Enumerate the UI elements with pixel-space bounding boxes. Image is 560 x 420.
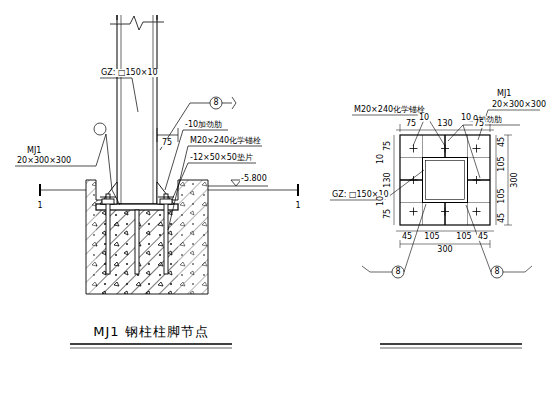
anchor-bolt — [473, 176, 481, 184]
part-label: M20×240化学锚栓 — [189, 137, 262, 145]
dimension: 105 — [498, 155, 506, 172]
dimension: 130 — [436, 120, 453, 128]
section-mark: 1 — [294, 202, 301, 210]
weld-size: 8 — [394, 268, 401, 276]
elevation: -5.800 — [240, 175, 268, 183]
member-label: GZ: □150×10 — [100, 69, 159, 77]
steel-column — [110, 0, 164, 204]
anchor-bolts — [100, 194, 174, 274]
weld-size: 8 — [212, 99, 219, 107]
dimension: 130 — [384, 171, 392, 188]
drawing-title: MJ1 钢柱柱脚节点 — [93, 323, 208, 341]
dimension: 105 — [498, 187, 506, 204]
dimension: 10 — [418, 114, 430, 122]
anchor-bolt — [410, 208, 418, 216]
part-label: M20×240化学锚栓 — [353, 106, 426, 114]
dimension: 75 — [473, 120, 485, 128]
part-label: 20×300×300 — [491, 101, 547, 109]
dimension: 45 — [498, 136, 506, 148]
plan-view — [330, 110, 540, 278]
dimension: 75 — [405, 120, 417, 128]
part-label: MJ1 — [26, 147, 42, 155]
dimension: 300 — [436, 246, 453, 254]
part-label: MJ1 — [496, 90, 512, 98]
dimension: 10 — [377, 153, 385, 165]
title-underlines — [70, 344, 522, 348]
part-label: 20×300×300 — [16, 157, 72, 165]
part-label: -12×50×50垫片 — [189, 154, 254, 162]
dimension: 45 — [477, 233, 489, 241]
dimension: 45 — [401, 233, 413, 241]
part-label: -10加劲肋 — [184, 121, 223, 129]
anchor-bolt — [441, 208, 449, 216]
dimension: 105 — [455, 233, 472, 241]
dimension: 10 — [377, 195, 385, 207]
dimension: 75 — [384, 140, 392, 152]
section-mark: 1 — [36, 202, 43, 210]
dimension: 75 — [384, 208, 392, 220]
anchor-bolt — [410, 145, 418, 153]
anchor-bolt — [473, 208, 481, 216]
dimension: 10 — [460, 114, 472, 122]
dimension: 45 — [498, 212, 506, 224]
leaders-left — [15, 78, 298, 230]
weld-size: 8 — [493, 268, 500, 276]
dimension: 300 — [511, 171, 519, 188]
dimension: 105 — [423, 233, 440, 241]
dimension: 75 — [161, 139, 173, 147]
anchor-bolt — [473, 145, 481, 153]
